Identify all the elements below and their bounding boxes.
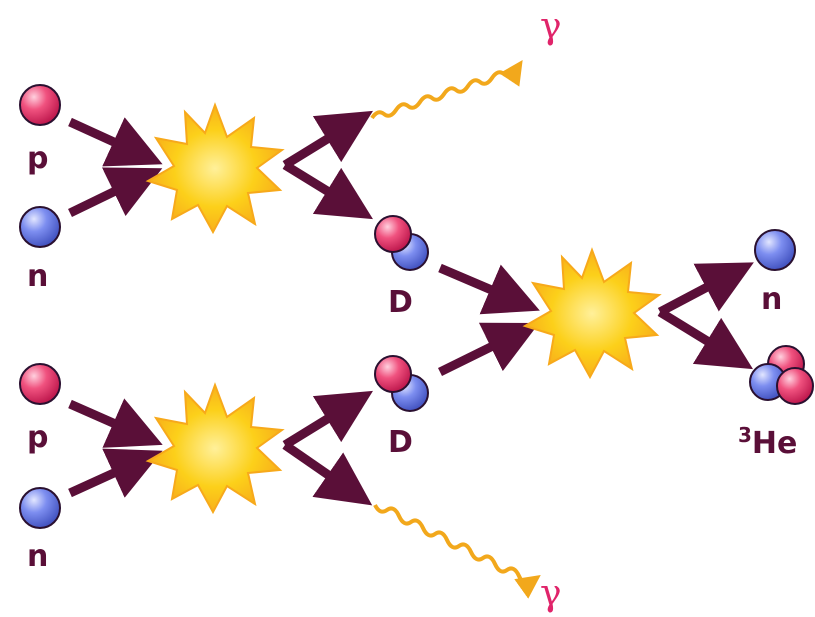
helium3-label: 3He: [738, 423, 797, 461]
fusion-burst: [145, 382, 285, 515]
arrow-gamma-out: [282, 110, 373, 169]
arrow-neutron-out: [657, 262, 754, 316]
deuterium-nucleus: [374, 355, 429, 412]
helium3-mass-number: 3: [738, 423, 752, 447]
proton-label: p: [27, 141, 48, 176]
neutron-label: n: [761, 282, 782, 317]
reaction-top: p n γ D: [19, 6, 562, 320]
gamma-wave: [373, 504, 541, 599]
neutron-label: n: [27, 539, 48, 574]
arrow-proton-in: [68, 398, 163, 448]
arrow-deuterium-out: [282, 390, 373, 449]
arrow-gamma-out: [282, 441, 373, 506]
deuterium-nucleus: [374, 215, 429, 271]
fusion-burst: [522, 247, 662, 380]
arrow-deuterium-out: [282, 161, 373, 220]
neutron-particle: [19, 206, 61, 248]
proton-particle: [19, 363, 61, 405]
reaction-final: n 3He: [438, 229, 814, 461]
neutron-particle: [754, 229, 796, 271]
proton-label: p: [27, 420, 48, 455]
gamma-label: γ: [540, 573, 562, 614]
deuterium-label: D: [388, 425, 413, 460]
helium3-nucleus: [749, 345, 814, 405]
helium3-symbol: He: [752, 426, 797, 461]
reaction-bottom: p n γ D: [19, 355, 562, 614]
arrow-neutron-in: [68, 448, 163, 498]
gamma-label: γ: [540, 6, 562, 47]
proton-particle: [19, 84, 61, 126]
fusion-burst: [145, 102, 285, 235]
neutron-particle: [19, 487, 61, 529]
arrow-proton-in: [68, 117, 163, 167]
arrow-neutron-in: [68, 167, 163, 218]
gamma-wave: [370, 60, 523, 120]
arrow-helium3-out: [657, 308, 754, 370]
neutron-label: n: [27, 259, 48, 294]
deuterium-label: D: [388, 285, 413, 320]
arrow-deuterium-in: [438, 263, 540, 315]
arrow-deuterium-in: [438, 322, 540, 377]
